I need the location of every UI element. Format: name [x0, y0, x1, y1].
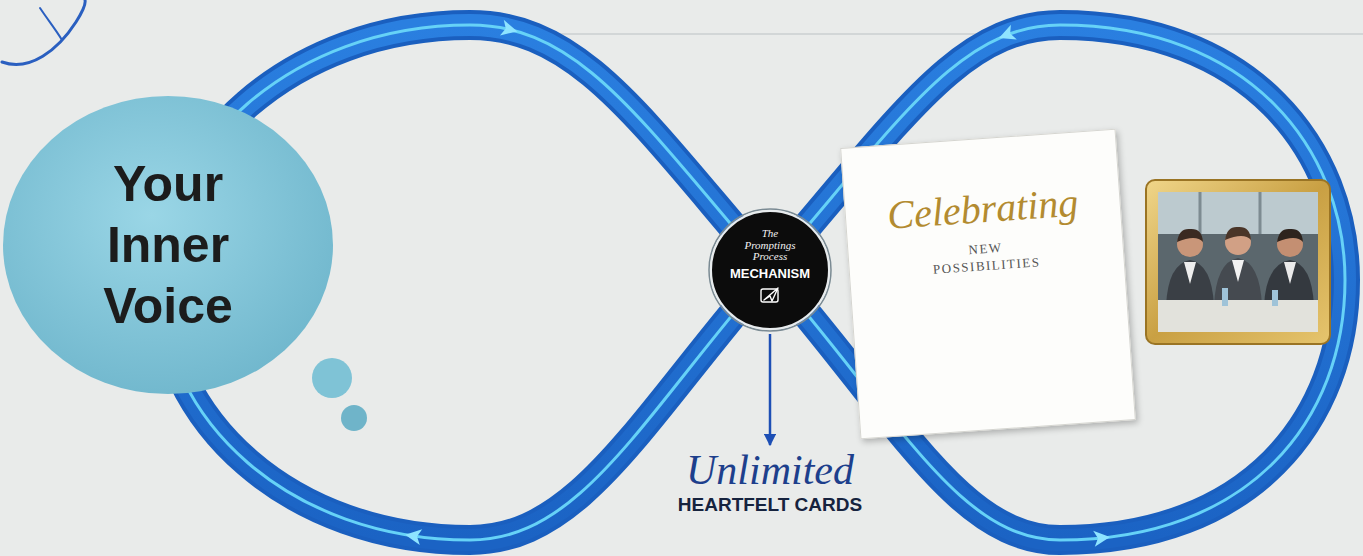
bubble-tail	[312, 358, 367, 431]
circle-fill	[711, 211, 829, 329]
infinity-loop	[160, 20, 1345, 547]
photo-frame	[1146, 180, 1330, 344]
window-frame	[1199, 192, 1202, 234]
flow-arrowhead	[404, 527, 422, 545]
script-fragment	[40, 8, 62, 40]
flow-arrowhead	[1093, 529, 1111, 547]
node-heading: Your Inner Voice	[68, 154, 268, 337]
bubble-dot	[341, 405, 367, 431]
circle-ring	[709, 209, 831, 331]
photo-table	[1158, 300, 1318, 332]
team-photo	[1146, 180, 1330, 344]
icon-frame	[761, 289, 778, 302]
photo-wall	[1158, 192, 1318, 332]
node-heading: Unlimited	[686, 448, 854, 492]
person-shirt	[1184, 262, 1196, 284]
mechanism-icon	[759, 286, 781, 304]
photo-bottle	[1272, 290, 1278, 306]
node-subtext: HEARTFELT CARDS	[678, 494, 862, 517]
node-subtext: MECHANISM	[730, 266, 810, 282]
flow-arrowhead	[500, 20, 519, 39]
icon-plane	[764, 288, 778, 301]
mechanism-circle: The Promptings ProcessMECHANISM	[708, 208, 832, 332]
bubble-dot	[312, 358, 352, 398]
node-subtext: NEW POSSIBILITIES	[920, 237, 1052, 280]
node-heading: The Promptings Process	[740, 228, 800, 263]
person-hair	[1177, 229, 1203, 242]
person	[1166, 229, 1214, 306]
person-shirt	[1284, 262, 1296, 284]
text-node: UnlimitedHEARTFELT CARDS	[630, 448, 910, 528]
greeting-card: CelebratingNEW POSSIBILITIES	[840, 129, 1136, 440]
node-heading: Celebrating	[886, 181, 1080, 238]
person-hair	[1277, 229, 1303, 242]
person	[1264, 229, 1314, 306]
script-fragment	[2, 0, 85, 64]
person-body	[1264, 260, 1314, 306]
person-shirt	[1232, 260, 1244, 282]
person	[1214, 227, 1262, 306]
person-hair	[1225, 227, 1251, 240]
bubble-fill	[3, 96, 333, 394]
loop-band	[160, 25, 1345, 540]
photo-bottle	[1222, 288, 1228, 306]
window-frame	[1259, 192, 1262, 234]
person-body	[1214, 258, 1262, 306]
loop-band-inner	[160, 25, 1345, 540]
flow-arrow	[769, 334, 772, 445]
loop-highlight	[160, 25, 1345, 540]
flow-arrowhead	[996, 25, 1017, 46]
person-body	[1166, 260, 1214, 306]
speech-bubble: Your Inner Voice	[2, 95, 334, 395]
